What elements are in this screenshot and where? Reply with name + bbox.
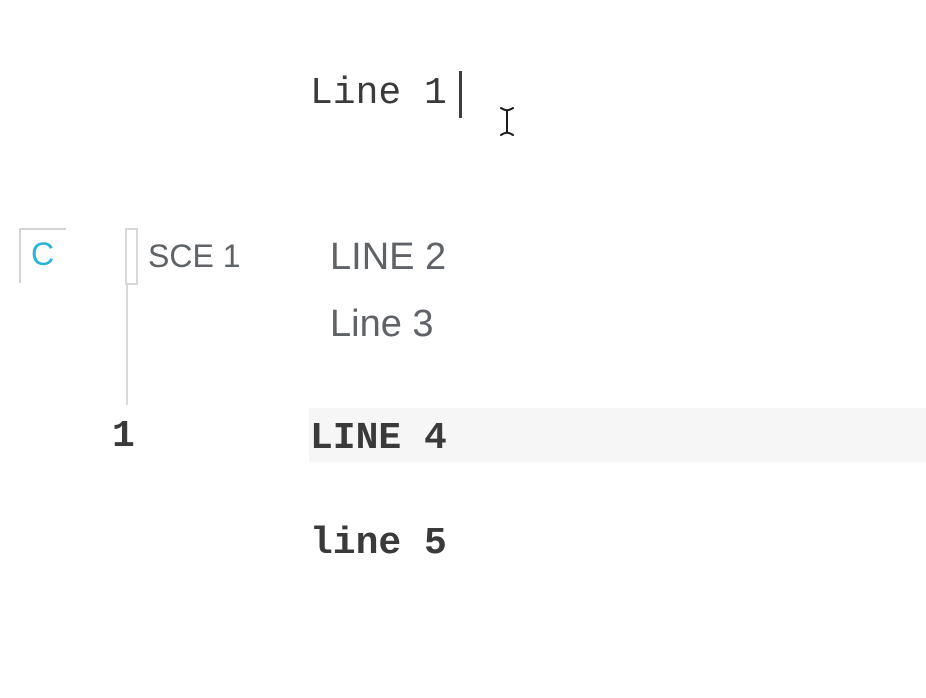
scene-tag-label[interactable]: SCE 1 bbox=[148, 238, 241, 274]
editor-line-2[interactable]: LINE 2 bbox=[330, 236, 447, 278]
editor-line-5[interactable]: line 5 bbox=[310, 522, 447, 565]
collaborator-badge-label[interactable]: C bbox=[31, 236, 55, 272]
scene-number: 1 bbox=[112, 415, 135, 458]
editor-line-3[interactable]: Line 3 bbox=[330, 303, 434, 345]
editor-line-4[interactable]: LINE 4 bbox=[310, 417, 447, 460]
current-line-highlight bbox=[309, 408, 926, 462]
scene-guide-line bbox=[126, 285, 128, 405]
text-caret bbox=[459, 71, 462, 118]
i-beam-cursor-icon bbox=[481, 88, 514, 136]
editor-line-1[interactable]: Line 1 bbox=[310, 72, 447, 115]
collaborator-badge-box[interactable] bbox=[19, 228, 66, 283]
scene-marker-flag-icon[interactable] bbox=[125, 228, 138, 285]
